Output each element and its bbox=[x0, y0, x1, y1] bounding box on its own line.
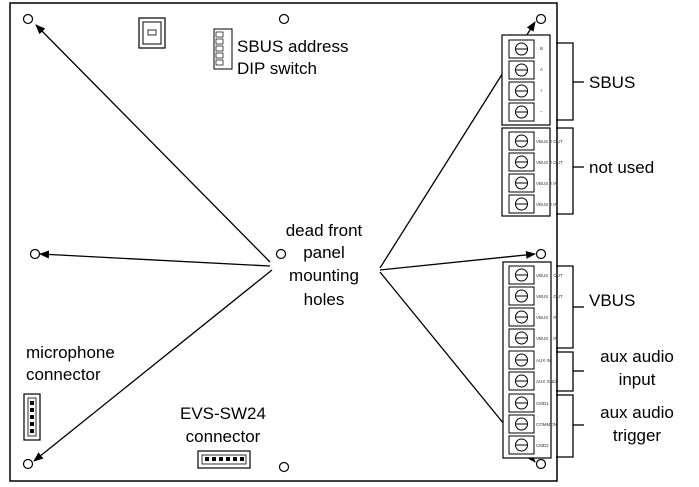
mounting-hole-top-middle bbox=[278, 13, 290, 25]
sw24-connector bbox=[197, 450, 251, 469]
arrow-to-middle-left-hole bbox=[39, 250, 271, 267]
terminal-marks-bottom: VBUS 1 OUT VBUS 1 OUT VBUS 1 IN VBUS 1 I… bbox=[536, 273, 563, 448]
terminal-marks-top: B A + − VBUS 2 OUT VBUS 2 OUT VBUS 2 IN … bbox=[536, 46, 563, 207]
dead-front-label-line2: panel bbox=[303, 243, 345, 262]
microphone-label-line2: connector bbox=[26, 365, 101, 384]
svg-text:COMMON: COMMON bbox=[536, 422, 557, 427]
terminal-screws-bottom bbox=[508, 265, 535, 455]
bracket-aux-trigger bbox=[556, 394, 584, 458]
dip-switch-label-line1: SBUS address bbox=[237, 37, 349, 56]
square-component bbox=[138, 17, 166, 49]
mounting-hole-bottom-middle bbox=[278, 461, 290, 473]
dead-front-label-line1: dead front bbox=[286, 221, 363, 240]
bracket-not-used bbox=[556, 127, 584, 215]
dead-front-label-line4: holes bbox=[304, 290, 345, 309]
svg-text:B: B bbox=[540, 46, 543, 51]
arrow-to-bottom-left-hole bbox=[33, 269, 273, 462]
mounting-hole-top-right bbox=[535, 13, 547, 25]
sbus-label: SBUS bbox=[589, 73, 635, 92]
aux-input-label-line1: aux audio bbox=[600, 347, 674, 366]
bracket-aux-input bbox=[556, 351, 584, 392]
aux-trigger-label-line1: aux audio bbox=[600, 403, 674, 422]
terminal-block-bottom: VBUS 1 OUT VBUS 1 OUT VBUS 1 IN VBUS 1 I… bbox=[502, 261, 563, 459]
svg-text:VBUS 1 OUT: VBUS 1 OUT bbox=[536, 273, 563, 278]
svg-text:VBUS 1 OUT: VBUS 1 OUT bbox=[536, 294, 563, 299]
microphone-label-line1: microphone bbox=[26, 343, 115, 362]
svg-text:VBUS 1 IN: VBUS 1 IN bbox=[536, 336, 558, 341]
svg-text:CMD2: CMD2 bbox=[536, 443, 549, 448]
terminal-screws-top bbox=[508, 39, 535, 214]
board-outline bbox=[9, 2, 558, 482]
svg-text:CMD1: CMD1 bbox=[536, 401, 549, 406]
mounting-hole-top-left bbox=[22, 13, 34, 25]
arrow-to-top-left-hole bbox=[35, 24, 271, 263]
svg-text:VBUS 2 IN: VBUS 2 IN bbox=[536, 202, 558, 207]
dip-switch-label-line2: DIP switch bbox=[237, 59, 317, 78]
vbus-label: VBUS bbox=[589, 291, 635, 310]
svg-text:−: − bbox=[540, 109, 543, 114]
sw24-label-line1: EVS-SW24 bbox=[180, 404, 266, 423]
svg-text:VBUS 2 OUT: VBUS 2 OUT bbox=[536, 139, 563, 144]
microphone-connector bbox=[23, 393, 41, 441]
aux-input-label-line2: input bbox=[619, 370, 656, 389]
svg-text:VBUS 2 OUT: VBUS 2 OUT bbox=[536, 160, 563, 165]
mounting-hole-bottom-left bbox=[22, 458, 34, 470]
mounting-holes bbox=[22, 13, 547, 473]
svg-text:AUX GND: AUX GND bbox=[536, 379, 557, 384]
dead-front-label-line3: mounting bbox=[289, 266, 359, 285]
dip-switch bbox=[213, 28, 233, 70]
not-used-label: not used bbox=[589, 158, 654, 177]
svg-text:VBUS 1 IN: VBUS 1 IN bbox=[536, 315, 558, 320]
mounting-hole-middle-right bbox=[535, 248, 547, 260]
terminal-block-top: B A + − VBUS 2 OUT VBUS 2 OUT VBUS 2 IN … bbox=[501, 34, 563, 217]
svg-text:VBUS 2 IN: VBUS 2 IN bbox=[536, 181, 558, 186]
svg-text:AUX IN: AUX IN bbox=[536, 358, 551, 363]
mounting-hole-middle-left bbox=[29, 248, 41, 260]
aux-trigger-label-line2: trigger bbox=[613, 426, 662, 445]
mounting-hole-center bbox=[275, 248, 287, 260]
sw24-label-line2: connector bbox=[186, 427, 261, 446]
arrow-to-middle-right-hole bbox=[379, 250, 536, 271]
svg-text:A: A bbox=[540, 67, 543, 72]
svg-text:+: + bbox=[540, 88, 543, 93]
mounting-hole-bottom-right bbox=[535, 458, 547, 470]
bracket-vbus bbox=[556, 265, 584, 349]
bracket-sbus bbox=[556, 42, 584, 121]
